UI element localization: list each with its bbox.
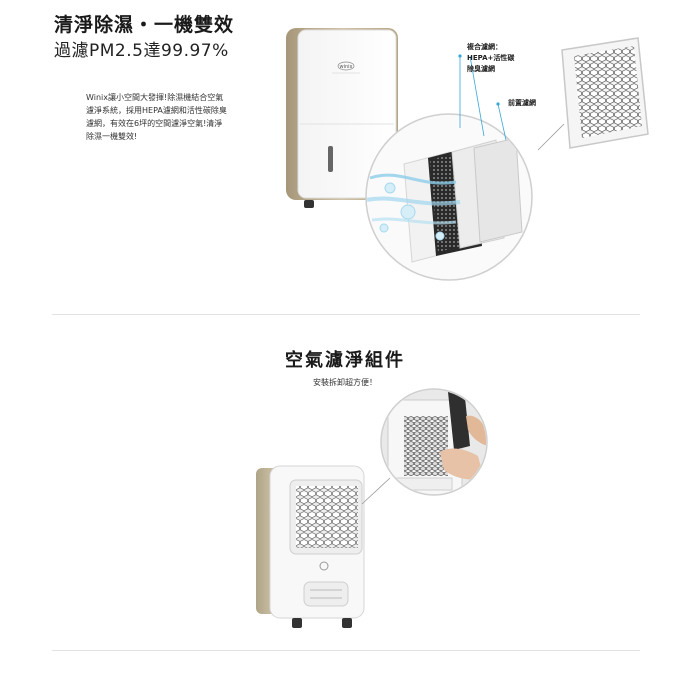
pre-filter-panel-image [561, 37, 649, 149]
section-divider [52, 314, 640, 315]
composite-filter-label-line: 複合濾網： [467, 43, 502, 51]
description-line: 濾網，有效在6坪的空間濾淨空氣!清淨 [86, 119, 223, 128]
section-divider-bottom [52, 650, 640, 651]
section1-description: Winix讓小空間大發揮!除濕機結合空氣 濾淨系統，採用HEPA濾網和活性碳除臭… [86, 91, 262, 143]
section1-subtitle: 過濾PM2.5達99.97% [54, 41, 229, 61]
section2-subtitle: 安裝拆卸超方便！ [313, 378, 377, 387]
brand-logo-icon [337, 61, 355, 71]
description-line: 除濕一機雙效! [86, 132, 138, 141]
section1-title: 清淨除濕・一機雙效 [54, 14, 235, 36]
filter-leader-lines [458, 54, 565, 151]
dehumidifier-front-image: winix [286, 28, 398, 208]
composite-filter-label-line: HEPA+活性碳 [467, 54, 515, 62]
composite-filter-label: 複合濾網： HEPA+活性碳 除臭濾網 [467, 42, 514, 75]
description-line: Winix讓小空間大發揮!除濕機結合空氣 [86, 93, 224, 102]
filter-installation-closeup-image [380, 388, 488, 496]
install-leader-line [361, 477, 391, 505]
description-line: 濾淨系統，採用HEPA濾網和活性碳除臭 [86, 106, 227, 115]
filter-layers-circle-image [365, 113, 533, 281]
product-brand-text: winix [340, 64, 353, 70]
section2-title: 空氣濾淨組件 [285, 350, 405, 371]
pre-filter-label: 前置濾網 [508, 99, 536, 107]
dehumidifier-rear-image [256, 465, 365, 628]
composite-filter-label-line: 除臭濾網 [467, 65, 495, 73]
